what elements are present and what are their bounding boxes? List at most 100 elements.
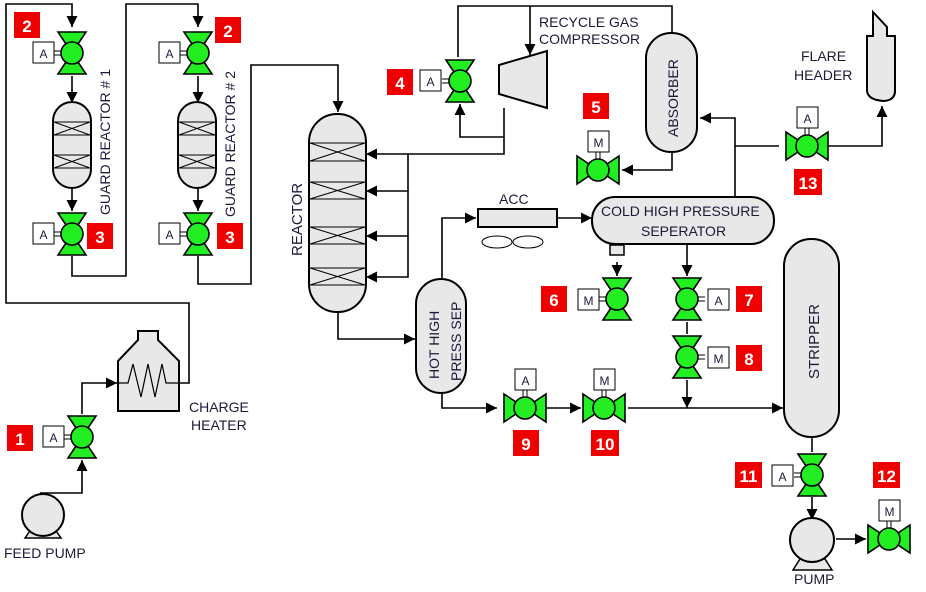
actuator-label: A [521,374,529,388]
actuator-label: A [778,470,786,484]
valve-10[interactable] [582,390,626,423]
badge-label: 7 [744,291,753,310]
badge-label: 10 [596,435,615,454]
badge-label: 3 [225,228,234,247]
badge-label: 2 [22,17,31,36]
valve-number-badge [87,223,113,249]
valve-number-badge [794,169,822,195]
compressor-label-line2: COMPRESSOR [539,31,640,47]
actuator-box [158,41,181,64]
valve-number-badge [735,462,762,488]
actuator-box [514,368,537,391]
absorber[interactable] [645,32,698,153]
actuator-box [32,41,55,64]
valve-number-badge [387,69,413,95]
actuator-label: A [426,75,434,89]
actuator-label: M [600,374,610,388]
actuator-box [771,464,794,487]
recycle-gas-compressor[interactable] [498,49,548,110]
fan-icon [481,235,513,249]
badge-label: 11 [740,467,758,486]
actuator-label: A [803,112,811,126]
actuator-box [419,69,442,92]
heater-coil-icon [118,363,179,398]
badge-label: 5 [591,98,600,117]
actuator-label: A [165,47,173,61]
reactor[interactable] [308,113,367,313]
badge-label: 2 [223,22,232,41]
actuator-label: A [714,294,722,308]
valve-6[interactable] [599,277,632,321]
valve-5[interactable] [576,152,620,185]
valve-11[interactable] [794,453,827,497]
cold-high-pressure-separator[interactable] [591,196,775,245]
actuator-box [158,222,181,245]
guard-reactor-2[interactable] [177,101,217,189]
air-cooled-condenser[interactable] [477,208,558,228]
guard-reactor-1[interactable] [52,101,92,189]
actuator-label: M [885,505,895,519]
badge-label: 3 [95,228,104,247]
valve-2-guard-1-inlet[interactable] [54,31,87,75]
valve-8[interactable] [672,335,705,379]
stripper-label: STRIPPER [806,304,823,379]
feed-pump[interactable] [21,493,65,539]
actuator-box [577,288,600,311]
badge-label: 6 [549,291,558,310]
valve-7[interactable] [672,277,705,321]
pump-label: PUMP [794,571,834,587]
valve-number-badge [591,430,619,456]
actuator-box [878,499,901,522]
reactor-label: REACTOR [289,183,306,256]
actuator-label: M [594,136,604,150]
valve-2-guard-2-inlet[interactable] [180,31,213,75]
valve-number-badge [541,286,567,312]
badge-label: 9 [521,435,530,454]
valve-number-badge [14,12,40,38]
hhps-label-line1: HOT HIGH [426,311,442,379]
compressor-label-line1: RECYCLE GAS [539,14,639,30]
feed-pump-label: FEED PUMP [4,545,86,561]
actuator-label: M [584,294,594,308]
valve-number-badge [736,345,762,371]
flare-header[interactable] [866,9,896,103]
valve-number-badge [583,93,609,119]
valve-1[interactable] [64,415,97,459]
fan-icon [512,235,544,249]
valve-3-guard-1-outlet[interactable] [54,212,87,256]
actuator-box [593,368,616,391]
valve-3-guard-2-outlet[interactable] [180,212,213,256]
badge-label: 1 [15,430,24,449]
badge-label: 8 [744,350,753,369]
chps-label-line1: COLD HIGH PRESSURE [601,203,760,219]
boot [609,244,625,256]
valve-13[interactable] [785,128,829,161]
actuator-box [587,130,610,153]
absorber-label: ABSORBER [665,59,681,137]
actuator-box [707,346,730,369]
valve-12[interactable] [867,521,911,554]
pump[interactable] [789,517,835,571]
heater-label-line1: CHARGE [189,399,249,415]
actuator-label: A [39,47,47,61]
badge-label: 13 [799,174,818,193]
valve-number-badge [736,286,762,312]
chps-label-line2: SEPERATOR [641,223,726,239]
hot-high-pressure-separator[interactable] [415,278,467,394]
charge-heater[interactable] [117,330,180,412]
valve-9[interactable] [503,390,547,423]
flare-label-line1: FLARE [801,48,846,64]
acc-label: ACC [499,191,529,207]
actuator-label: A [49,431,57,445]
actuator-box [42,425,65,448]
valve-4[interactable] [442,59,475,103]
stripper[interactable] [783,238,840,438]
actuator-label: A [39,228,47,242]
actuator-label: M [714,352,724,366]
valve-number-badge [7,425,33,451]
guard-reactor-1-label: GUARD REACTOR # 1 [97,69,113,215]
piping [5,3,888,545]
guard-reactor-2-label: GUARD REACTOR # 2 [222,71,238,217]
badge-label: 12 [877,467,896,486]
